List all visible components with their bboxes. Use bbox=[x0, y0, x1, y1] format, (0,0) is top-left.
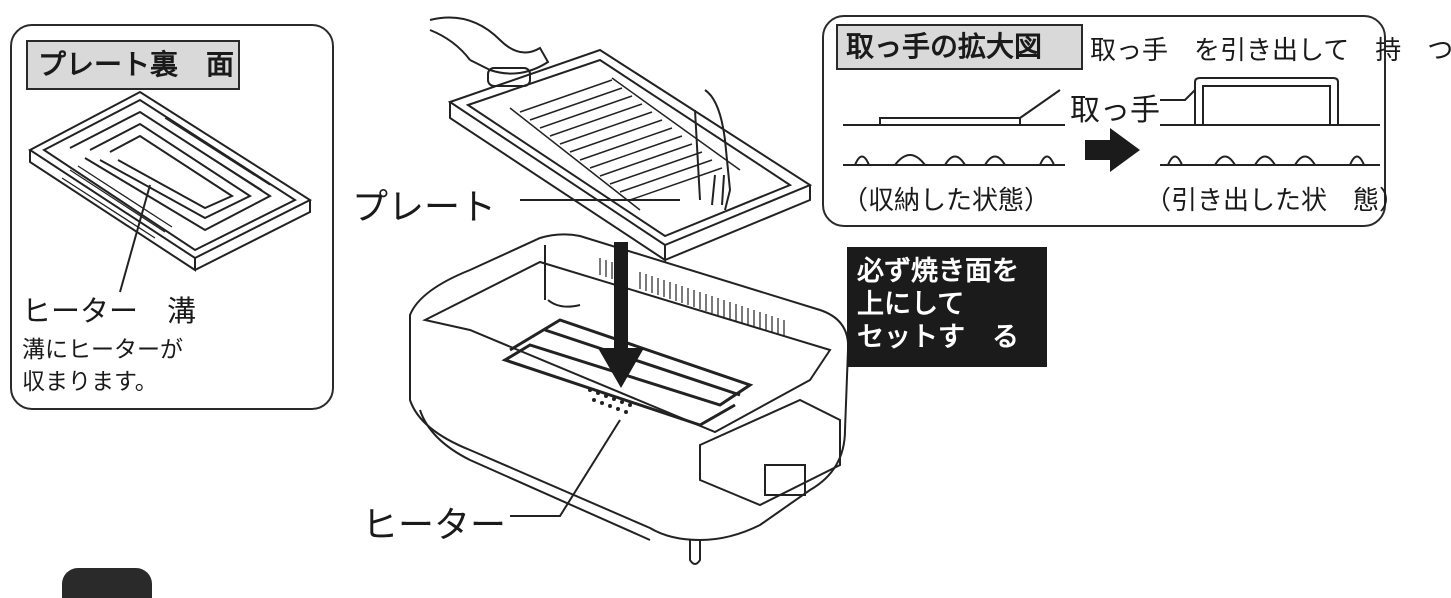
placement-notice: 必ず焼き面を 上にして セットす る bbox=[847, 247, 1047, 367]
pulled-state-caption: （引き出した状 態） bbox=[1145, 186, 1406, 216]
groove-note-line1: 溝にヒーターが bbox=[22, 337, 183, 363]
notice-line2: 上にして bbox=[857, 289, 965, 320]
grill-assembly-illustration bbox=[409, 16, 850, 565]
plate-underside-illustration bbox=[28, 90, 313, 293]
handle-closeup-panel bbox=[822, 15, 1386, 227]
plate-underside-title: プレート裏 面 bbox=[26, 40, 240, 90]
handle-callout-label: 取っ手 bbox=[1070, 93, 1160, 128]
hand-right bbox=[704, 89, 732, 211]
right-arrow-icon bbox=[1085, 128, 1140, 172]
groove-note-line2: 収まります。 bbox=[22, 369, 158, 395]
hand-left bbox=[429, 16, 550, 75]
plate-label: プレート bbox=[352, 187, 497, 228]
heater-label: ヒーター bbox=[362, 505, 507, 546]
down-arrow-icon bbox=[598, 242, 644, 388]
notice-line1: 必ず焼き面を bbox=[857, 256, 1019, 287]
handle-closeup-illustration bbox=[843, 77, 1380, 172]
notice-line3: セットす る bbox=[857, 322, 1019, 353]
handle-closeup-title: 取っ手の拡大図 bbox=[836, 24, 1083, 70]
heater-groove-label: ヒーター 溝 bbox=[22, 294, 197, 328]
partial-badge bbox=[62, 568, 152, 598]
stored-state-caption: （収納した状態） bbox=[842, 186, 1051, 216]
handle-instruction: 取っ手 を引き出して 持 つ bbox=[1090, 36, 1451, 66]
